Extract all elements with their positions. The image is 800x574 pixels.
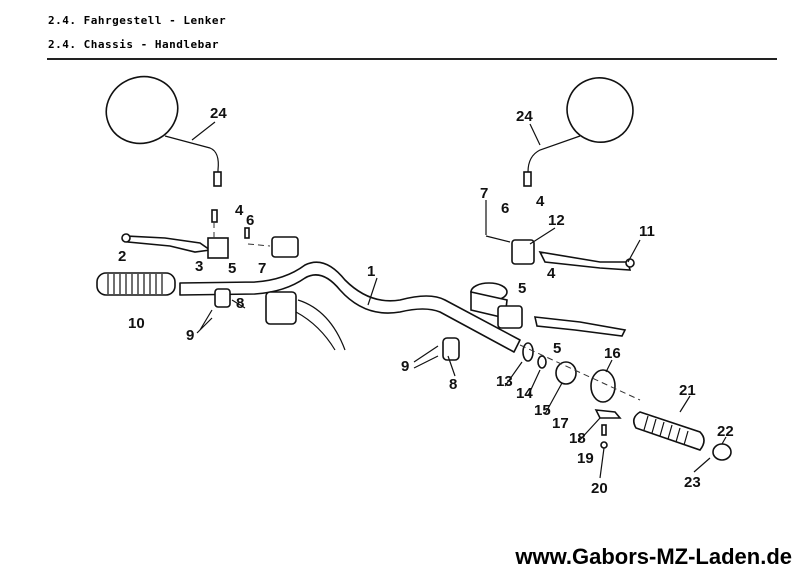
right-mirror	[523, 77, 634, 187]
label-9-right: 9	[401, 358, 409, 375]
label-7-left: 7	[258, 260, 266, 277]
left-mirror	[105, 75, 222, 187]
label-18: 18	[569, 430, 586, 447]
label-12: 12	[548, 212, 565, 229]
label-6-right: 6	[501, 200, 509, 217]
left-switch-block	[265, 291, 297, 325]
label-19: 19	[577, 450, 594, 467]
right-lever-bracket	[511, 239, 535, 265]
label-5-left: 5	[228, 260, 236, 277]
label-8-left: 8	[236, 295, 244, 312]
label-22: 22	[717, 423, 734, 440]
header-divider	[47, 58, 777, 60]
label-5-right-upper: 5	[518, 280, 526, 297]
label-21: 21	[679, 382, 696, 399]
label-5-right-lower: 5	[553, 340, 561, 357]
title-english: 2.4. Chassis - Handlebar	[48, 38, 219, 51]
ring-14	[537, 355, 547, 369]
label-14: 14	[516, 385, 533, 402]
title-german: 2.4. Fahrgestell - Lenker	[48, 14, 227, 27]
label-15: 15	[534, 402, 551, 419]
label-20: 20	[591, 480, 608, 497]
right-brake-lever	[533, 316, 627, 337]
label-17: 17	[552, 415, 569, 432]
label-2: 2	[118, 248, 126, 265]
throttle-housing-16	[590, 369, 616, 403]
label-16: 16	[604, 345, 621, 362]
label-11: 11	[639, 223, 655, 240]
right-grip	[632, 411, 705, 451]
sleeve-15	[555, 361, 577, 385]
website-link[interactable]: www.Gabors-MZ-Laden.de	[515, 544, 792, 569]
label-3: 3	[195, 258, 203, 275]
label-10: 10	[128, 315, 145, 332]
handlebar	[179, 261, 521, 353]
label-13: 13	[496, 373, 513, 390]
part-13	[522, 342, 534, 362]
right-clamp	[442, 337, 460, 361]
left-clamp	[214, 288, 231, 308]
brake-master-cylinder	[470, 282, 523, 329]
label-24-left: 24	[210, 105, 227, 122]
clip-18	[594, 409, 622, 419]
left-lever-bracket	[207, 237, 229, 259]
left-grip	[96, 272, 176, 296]
end-cap-22	[712, 443, 732, 461]
label-4-left: 4	[235, 202, 244, 219]
label-23: 23	[684, 474, 701, 491]
label-1: 1	[367, 263, 375, 280]
left-lever	[123, 235, 213, 253]
right-clutch-lever	[538, 250, 632, 271]
label-6-left: 6	[246, 212, 254, 229]
label-4-right-upper: 4	[536, 193, 545, 210]
label-9-left: 9	[186, 327, 194, 344]
label-24-right: 24	[516, 108, 533, 125]
label-4-right-lower: 4	[547, 265, 556, 282]
label-7-right: 7	[480, 185, 488, 202]
label-8-right: 8	[449, 376, 457, 393]
left-switch-housing	[271, 236, 299, 258]
